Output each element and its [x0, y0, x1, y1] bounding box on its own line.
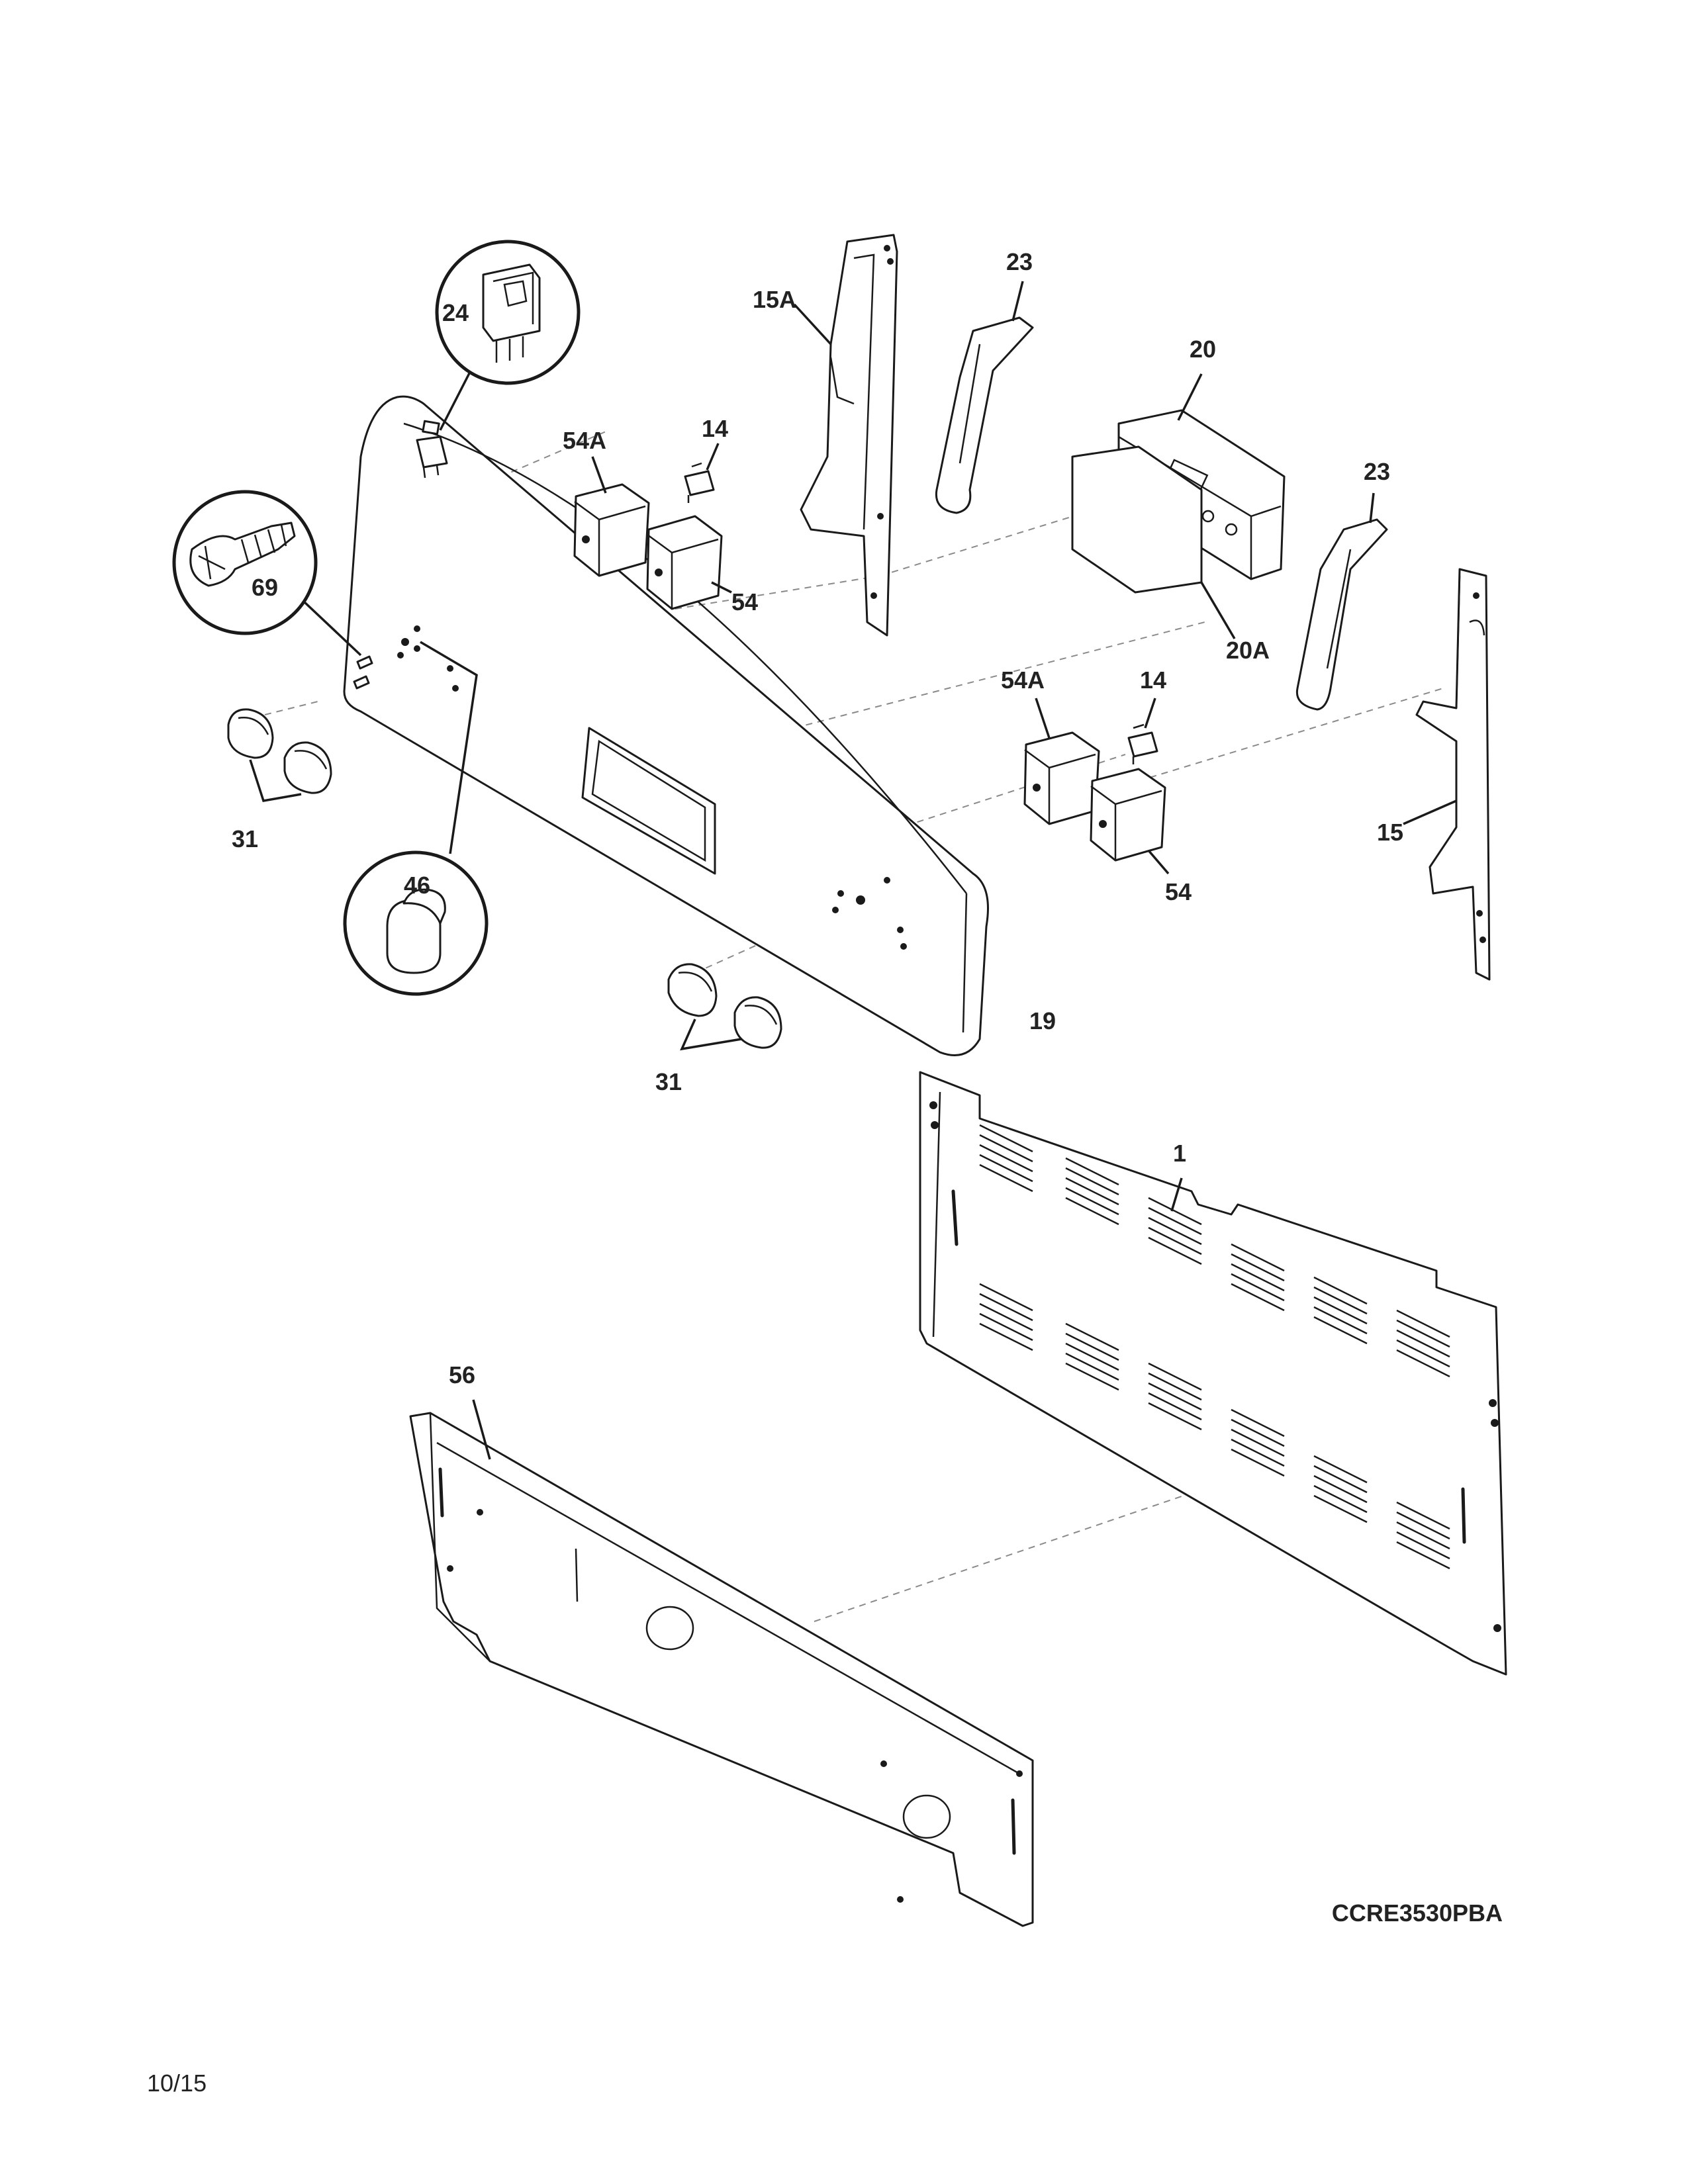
- panel-screws: [353, 645, 420, 690]
- end-caps[interactable]: [935, 281, 1388, 711]
- label-part-20a: 20A: [1226, 637, 1270, 664]
- label-part-20: 20: [1190, 336, 1216, 363]
- control-panel-part[interactable]: [343, 395, 989, 1056]
- rocker-switch-callout: [416, 240, 581, 478]
- label-part-56: 56: [449, 1361, 475, 1388]
- label-part-31-bottom: 31: [655, 1068, 682, 1095]
- control-overlay[interactable]: [1071, 445, 1236, 639]
- label-part-69: 69: [252, 574, 278, 601]
- label-part-19: 19: [1029, 1007, 1056, 1034]
- back-panel[interactable]: [919, 1071, 1507, 1676]
- end-bracket-right[interactable]: [1403, 568, 1491, 981]
- label-part-54-lower: 54: [1165, 878, 1192, 905]
- date-code: 10/15: [147, 2070, 207, 2097]
- infinite-switches-upper[interactable]: [573, 443, 732, 610]
- label-part-14-lower: 14: [1140, 666, 1166, 694]
- label-part-1: 1: [1173, 1140, 1186, 1167]
- model-code: CCRE3530PBA: [1332, 1899, 1503, 1927]
- label-part-23-right: 23: [1364, 458, 1390, 485]
- part-labels: 1 14 14 15 15A 19 20 20A 23 23 24 31 31 …: [232, 248, 1403, 1388]
- vent-slots: [979, 1124, 1450, 1570]
- lower-rear-panel[interactable]: [409, 1399, 1034, 1927]
- infinite-switches-lower[interactable]: [1023, 698, 1170, 875]
- end-bracket-left[interactable]: [793, 234, 898, 637]
- label-part-31-left: 31: [232, 825, 258, 852]
- label-part-54-upper: 54: [731, 588, 758, 615]
- label-part-24: 24: [442, 299, 469, 326]
- label-part-54a-lower: 54A: [1001, 666, 1045, 694]
- label-part-23-left: 23: [1006, 248, 1033, 275]
- label-part-15a: 15A: [753, 286, 796, 313]
- screw-callout: [172, 490, 362, 657]
- knobs-bottom[interactable]: [667, 963, 782, 1051]
- knobs-left[interactable]: [227, 708, 332, 802]
- label-part-46: 46: [404, 872, 430, 899]
- knob-shaft-callout: [343, 641, 489, 996]
- label-part-54a-upper: 54A: [563, 427, 606, 454]
- label-part-14-upper: 14: [702, 415, 728, 442]
- label-part-15: 15: [1377, 819, 1403, 846]
